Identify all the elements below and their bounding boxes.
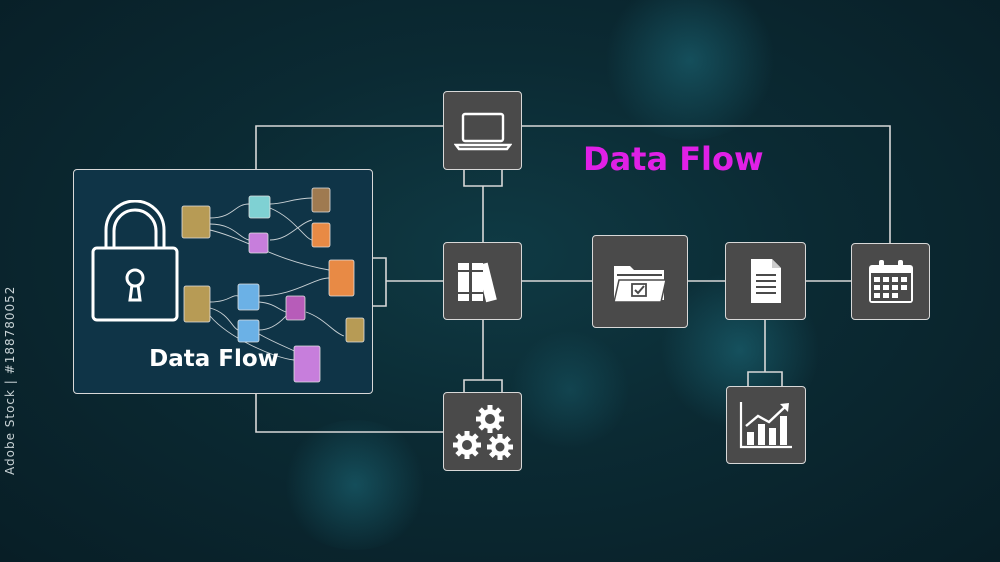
- diagram-title: Data Flow: [583, 140, 764, 178]
- books-icon: [457, 262, 497, 303]
- gears-node: [443, 392, 522, 471]
- laptop-node: [443, 91, 522, 170]
- panel-label: Data Flow: [149, 346, 279, 372]
- chart-node: [726, 386, 806, 464]
- stock-id-label: Adobe Stock | #188780052: [3, 285, 17, 475]
- calendar-node: [851, 243, 930, 320]
- calendar-icon: [868, 259, 913, 303]
- folder-check-icon: [613, 265, 667, 303]
- folder-node: [592, 235, 688, 328]
- lock-icon: [91, 200, 179, 322]
- books-node: [443, 242, 522, 320]
- document-icon: [750, 259, 781, 303]
- bar-chart-icon: [739, 402, 792, 449]
- document-node: [725, 242, 806, 320]
- laptop-icon: [453, 112, 512, 150]
- chip-network: [181, 187, 365, 383]
- data-flow-panel: Data Flow: [73, 169, 373, 394]
- gears-icon: [452, 404, 513, 460]
